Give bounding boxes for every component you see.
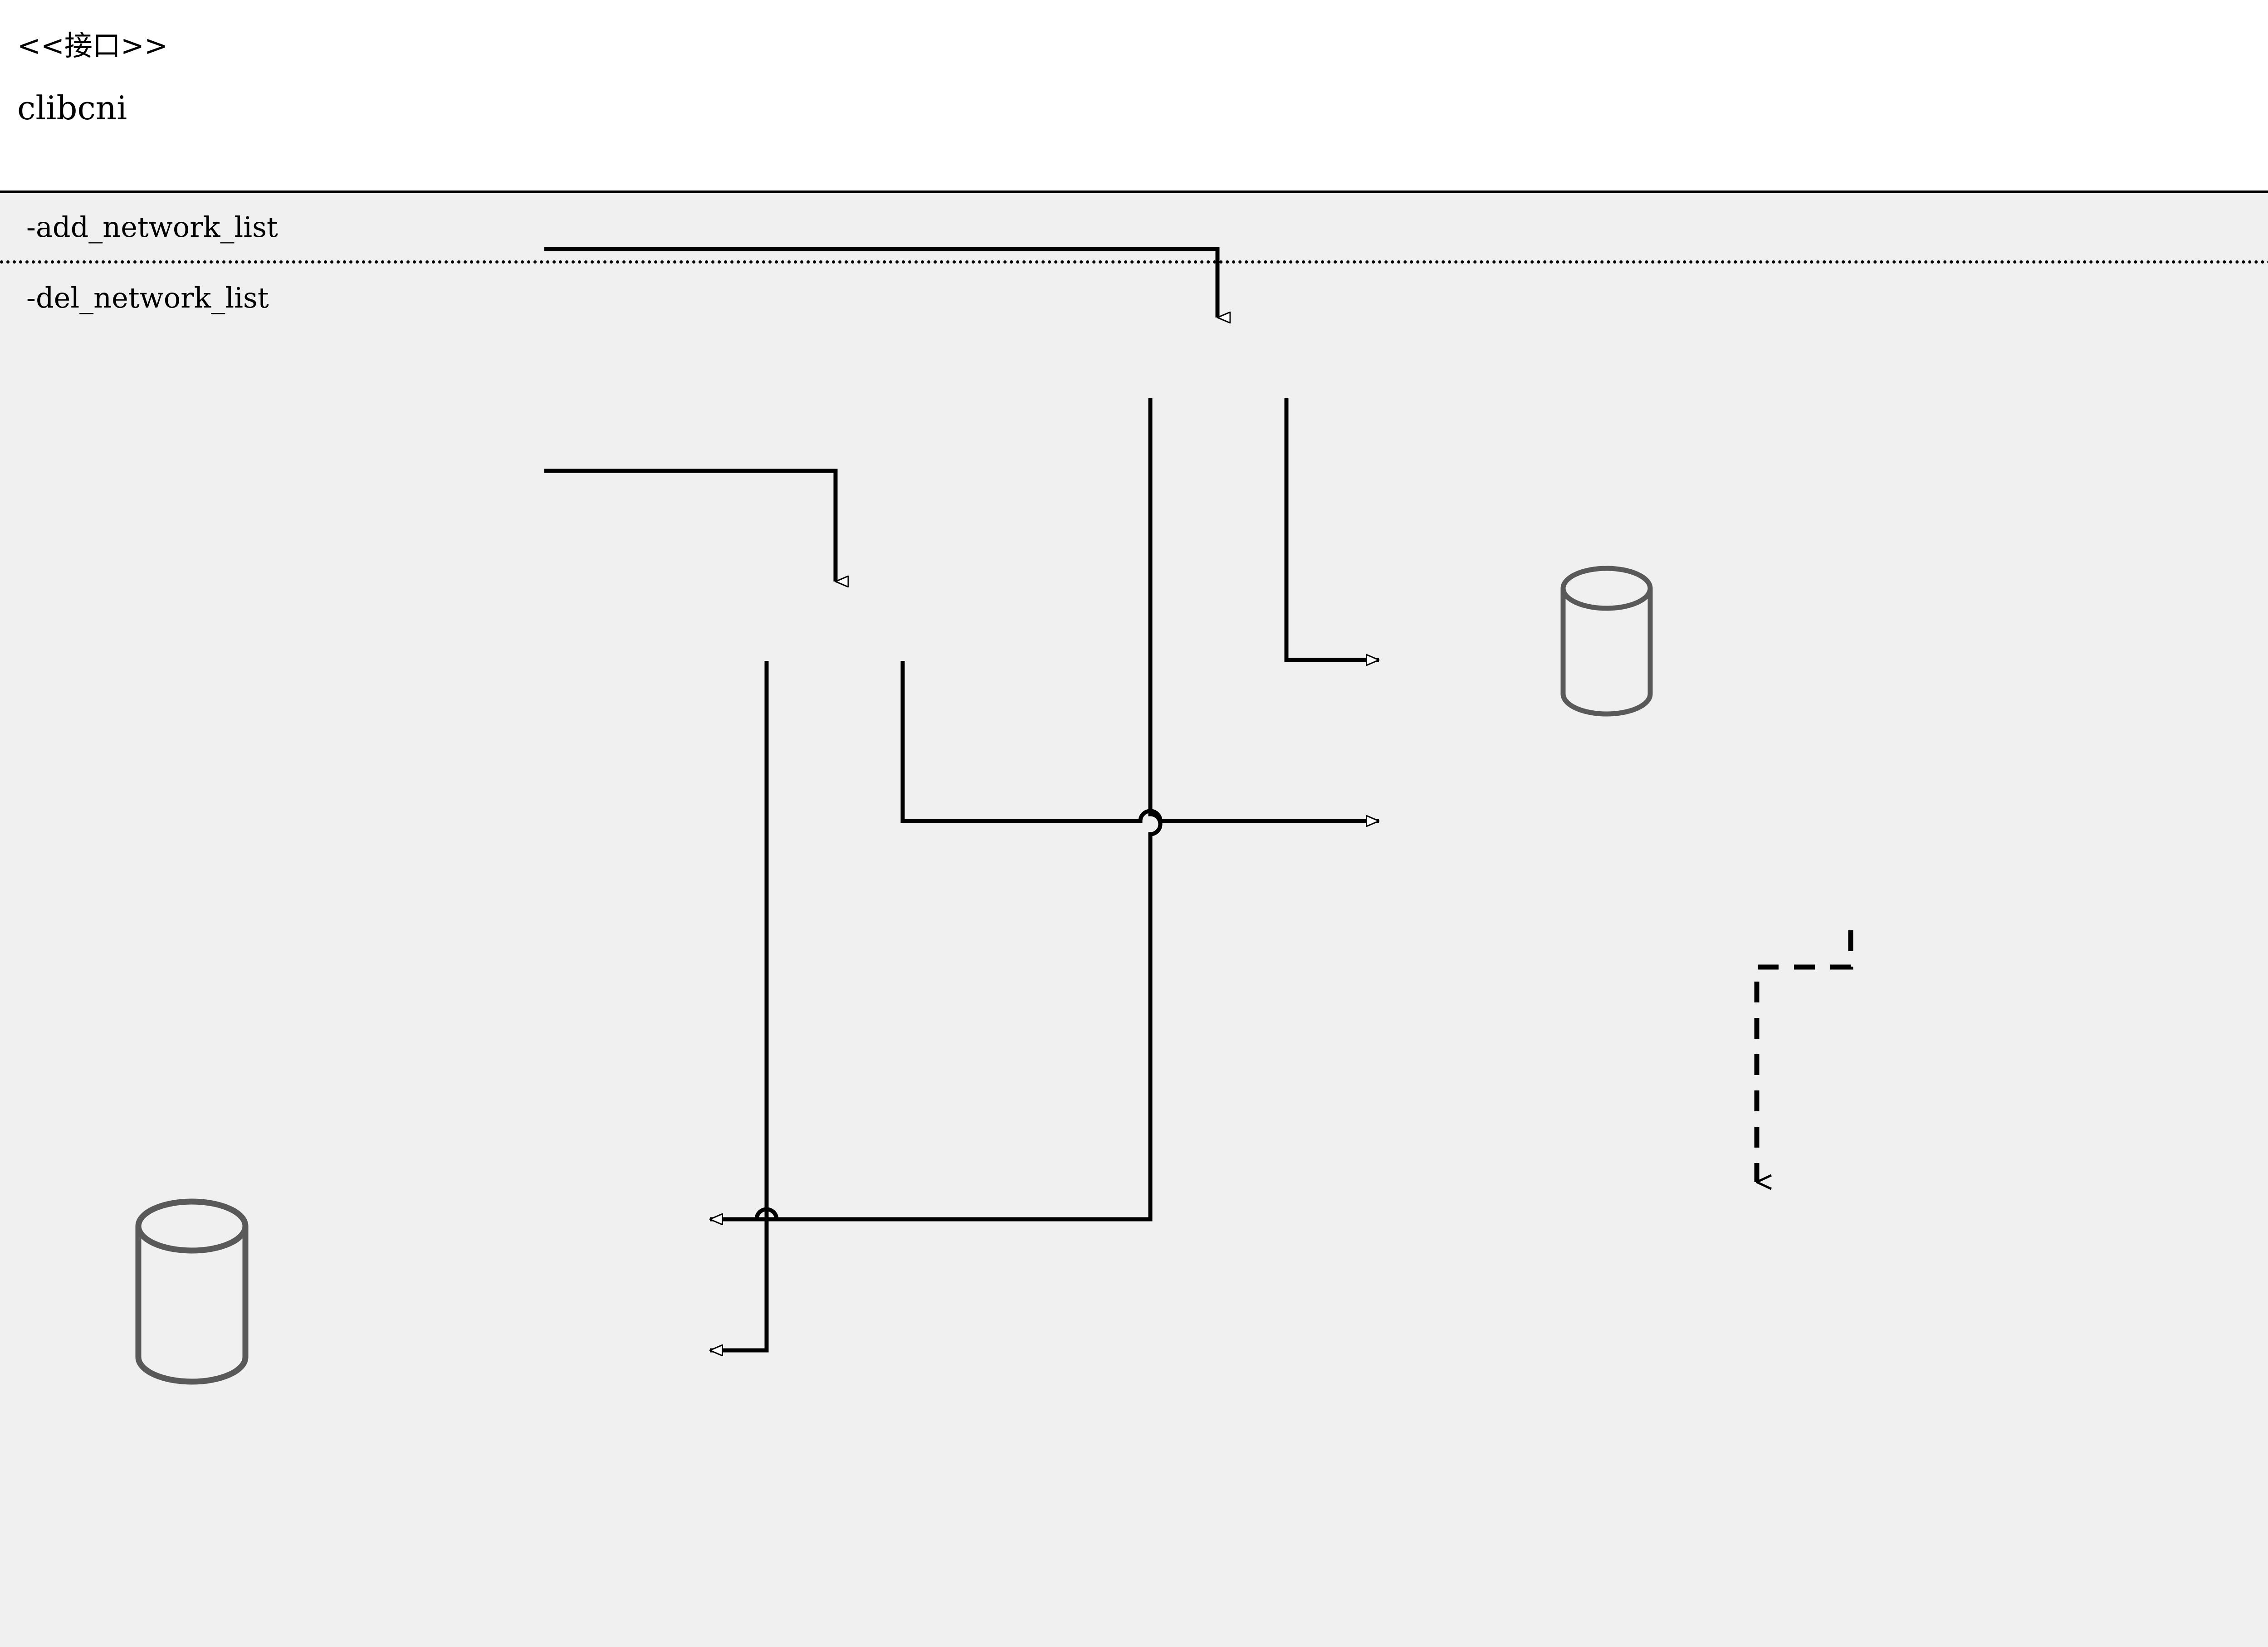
clibcni-method-add: -add_network_list — [26, 210, 278, 244]
clibcni-header: <<接口>> clibcni — [0, 0, 2268, 193]
clibcni-stereotype: <<接口>> — [17, 29, 168, 62]
clibcni-methods-compartment: -add_network_list -del_network_list — [0, 193, 2268, 1647]
clibcni-method-divider — [0, 260, 2268, 264]
clibcni-name: clibcni — [17, 89, 127, 127]
clibcni-method-del: -del_network_list — [26, 281, 269, 314]
